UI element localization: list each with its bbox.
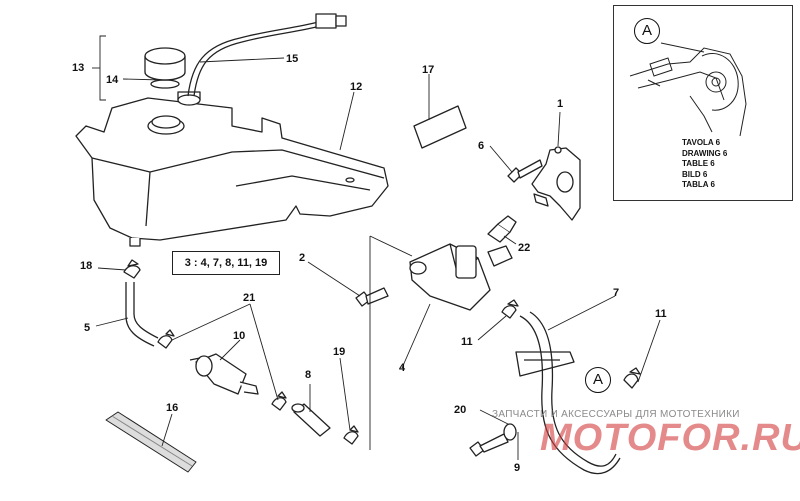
clamp-part-19 xyxy=(343,425,359,445)
callout-21: 21 xyxy=(243,292,256,304)
callout-14: 14 xyxy=(106,74,119,86)
view-marker-a: A xyxy=(585,367,611,393)
detail-ref-line: TAVOLA 6 xyxy=(682,138,721,147)
leader-lines xyxy=(92,35,705,460)
screw-part-6 xyxy=(507,159,543,183)
level-sensor-part-15 xyxy=(187,13,347,97)
callout-22: 22 xyxy=(518,242,531,254)
hose-part-7 xyxy=(515,311,621,475)
callout-13: 13 xyxy=(72,62,85,74)
screw-part-2 xyxy=(355,287,389,307)
callout-7: 7 xyxy=(613,287,620,299)
filter-part-10 xyxy=(189,353,259,395)
callout-4: 4 xyxy=(399,362,406,374)
bracket-part-1 xyxy=(531,146,581,221)
callout-2: 2 xyxy=(299,252,306,264)
detail-ref-line: DRAWING 6 xyxy=(682,148,728,158)
callout-9: 9 xyxy=(514,462,521,474)
callout-17: 17 xyxy=(422,64,435,76)
callout-12: 12 xyxy=(350,81,363,93)
tube-part-16 xyxy=(105,411,197,473)
callout-5: 5 xyxy=(84,322,91,334)
kit-composition-label: 3 : 4, 7, 8, 11, 19 xyxy=(172,251,280,275)
rubber-mount-part-22 xyxy=(487,215,517,243)
washer-part-20 xyxy=(503,423,517,441)
valve-part-4 xyxy=(409,243,513,311)
detail-ref-line: TABLE 6 xyxy=(682,159,715,168)
cap-part-13 xyxy=(144,47,186,89)
clamp-part-11-b xyxy=(623,367,641,389)
callout-16: 16 xyxy=(166,402,179,414)
watermark-tagline: ЗАПЧАСТИ И АКСЕССУАРЫ ДЛЯ МОТОТЕХНИКИ xyxy=(492,409,740,420)
hose-part-5 xyxy=(125,282,159,347)
watermark-logo: MOTOFOR.RU xyxy=(540,417,800,459)
clamp-part-21-a xyxy=(157,329,175,349)
callout-11-a: 11 xyxy=(461,336,473,348)
callout-18: 18 xyxy=(80,260,93,272)
clamp-part-21-b xyxy=(271,391,287,411)
detail-ref-line: BILD 6 xyxy=(682,169,708,179)
detail-reference-list: TAVOLA 6 DRAWING 6 TABLE 6 BILD 6 TABLA … xyxy=(682,138,727,191)
callout-15: 15 xyxy=(286,53,299,65)
callout-1: 1 xyxy=(557,98,564,110)
callout-6: 6 xyxy=(478,140,485,152)
sticker-part-17 xyxy=(413,105,467,149)
detail-marker-a: A xyxy=(634,18,660,44)
hose-part-8 xyxy=(291,403,331,437)
detail-ref-line: TABLA 6 xyxy=(682,180,715,189)
callout-8: 8 xyxy=(305,369,312,381)
callout-20: 20 xyxy=(454,404,467,416)
detail-sketch xyxy=(629,47,747,137)
clamp-part-11-a xyxy=(501,299,519,319)
detail-view-a: A TAVOLA 6 DRAWING 6 TABLE 6 BILD 6 TABL… xyxy=(613,5,793,201)
callout-19: 19 xyxy=(333,346,346,358)
clamp-part-18 xyxy=(123,259,141,279)
screw-part-9 xyxy=(469,433,509,457)
tank-part-12 xyxy=(75,91,389,247)
callout-10: 10 xyxy=(233,330,246,342)
callout-11-b: 11 xyxy=(655,308,667,320)
